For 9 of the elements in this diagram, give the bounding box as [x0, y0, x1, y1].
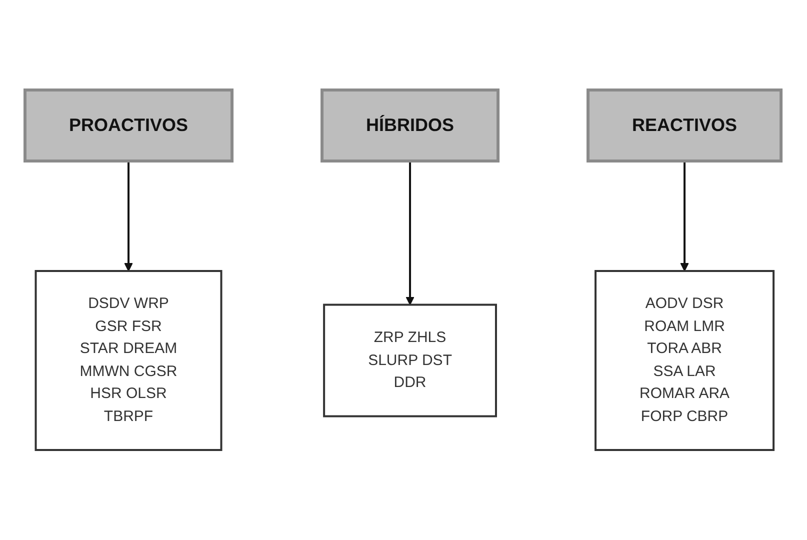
node-box: ZRP ZHLS SLURP DST DDR: [324, 304, 498, 418]
node-box: DSDV WRP GSR FSR STAR DREAM MMWN CGSR HSR OLSR TBRPF: [35, 270, 223, 451]
node-box: PROACTIVOS: [24, 88, 234, 162]
node-box: HÍBRIDOS: [320, 88, 500, 162]
arrow: [680, 161, 690, 272]
node-box: AODV DSR ROAM LMR TORA ABR SSA LAR ROMAR ARA FORP CBRP: [595, 270, 776, 451]
arrow: [406, 161, 415, 306]
node-box: REACTIVOS: [587, 88, 784, 162]
arrow: [124, 161, 134, 272]
